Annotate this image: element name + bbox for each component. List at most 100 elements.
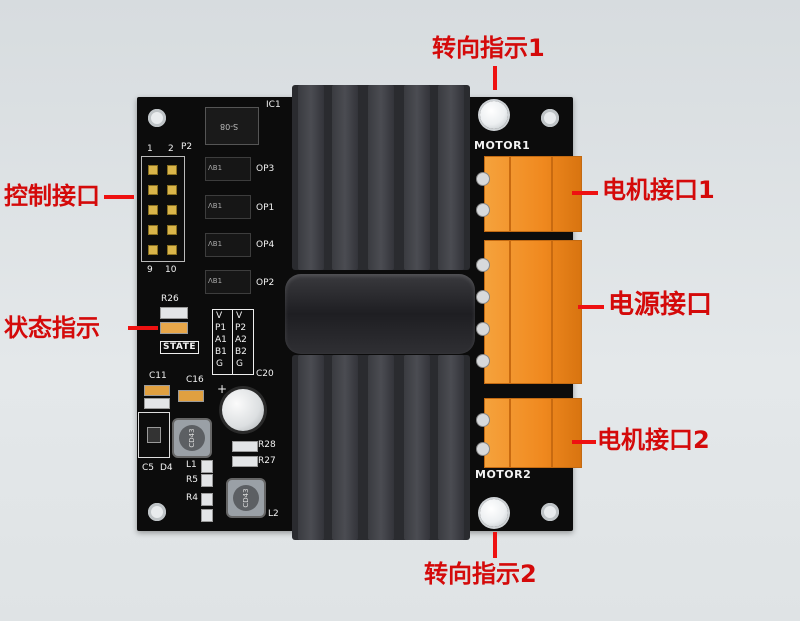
motor-port-2-label: 电机接口2 bbox=[597, 426, 710, 454]
mounting-hole-bl bbox=[148, 503, 166, 521]
capacitor-c16 bbox=[178, 390, 204, 402]
terminal-screw bbox=[476, 413, 490, 427]
direction-led-2 bbox=[480, 499, 508, 527]
header-pin bbox=[148, 185, 158, 195]
inductor-l2: CD43 bbox=[226, 478, 266, 518]
header-pin bbox=[167, 245, 177, 255]
c20-label: C20 bbox=[256, 369, 274, 379]
motor2-silkscreen: MOTOR2 bbox=[475, 468, 532, 481]
resistor-r4b bbox=[201, 509, 213, 522]
r28-label: R28 bbox=[258, 440, 276, 450]
terminal-screw bbox=[476, 442, 490, 456]
pin-col2-2: A2 bbox=[235, 335, 247, 345]
r27-label: R27 bbox=[258, 456, 276, 466]
header-pin9-label: 9 bbox=[147, 265, 153, 275]
terminal-screw bbox=[476, 354, 490, 368]
optocoupler-op4: ΛB1 bbox=[205, 233, 251, 257]
mounting-hole-tr bbox=[541, 109, 559, 127]
p2-label: P2 bbox=[181, 142, 193, 152]
resistor-r27 bbox=[232, 456, 258, 467]
mounting-hole-br bbox=[541, 503, 559, 521]
bulk-capacitor bbox=[285, 274, 475, 354]
optocoupler-op2: ΛB1 bbox=[205, 270, 251, 294]
pin-table: V P1 A1 B1 G V P2 A2 B2 G bbox=[212, 309, 254, 375]
op1-label: OP1 bbox=[256, 203, 275, 213]
heatsink-bottom bbox=[292, 355, 470, 540]
motor2-terminal[interactable] bbox=[484, 398, 582, 468]
pin-col2-1: P2 bbox=[235, 323, 247, 333]
op4-label: OP4 bbox=[256, 240, 275, 250]
arrow-motor1 bbox=[572, 191, 598, 195]
header-pin bbox=[148, 205, 158, 215]
terminal-screw bbox=[476, 290, 490, 304]
arrow-dir-1 bbox=[493, 66, 497, 90]
mounting-hole-tl bbox=[148, 109, 166, 127]
resistor-r28 bbox=[232, 441, 258, 452]
c16-label: C16 bbox=[186, 375, 204, 385]
ic1-label: IC1 bbox=[266, 100, 281, 110]
c5-label: C5 bbox=[142, 463, 155, 473]
r4-label: R4 bbox=[186, 493, 198, 503]
inductor-marking: CD43 bbox=[233, 485, 259, 511]
dir-indicator-1-label: 转向指示1 bbox=[432, 34, 545, 62]
l1-label: L1 bbox=[186, 460, 197, 470]
pin-col2-0: V bbox=[236, 311, 243, 321]
opto-marking: ΛB1 bbox=[208, 202, 223, 210]
arrow-dir-2 bbox=[493, 532, 497, 558]
dir-indicator-2-label: 转向指示2 bbox=[424, 560, 537, 588]
chip-marking: S-08 bbox=[220, 122, 239, 131]
r26-label: R26 bbox=[161, 294, 179, 304]
resistor-r5 bbox=[201, 474, 213, 487]
arrow-power bbox=[578, 305, 604, 309]
header-pin bbox=[167, 205, 177, 215]
plus-label: + bbox=[217, 382, 228, 396]
d4-label: D4 bbox=[160, 463, 173, 473]
arrow-status bbox=[128, 326, 158, 330]
header-pin bbox=[167, 225, 177, 235]
header-pin bbox=[167, 165, 177, 175]
component-l1 bbox=[201, 460, 213, 473]
motor1-terminal[interactable] bbox=[484, 156, 582, 232]
pin-table-divider bbox=[232, 310, 233, 374]
power-terminal[interactable] bbox=[484, 240, 582, 384]
opto-marking: ΛB1 bbox=[208, 240, 223, 248]
op2-label: OP2 bbox=[256, 278, 275, 288]
header-pin bbox=[148, 245, 158, 255]
header-pin bbox=[167, 185, 177, 195]
power-port-label: 电源接口 bbox=[608, 290, 713, 320]
header-pin2-label: 2 bbox=[168, 144, 174, 154]
header-pin10-label: 10 bbox=[165, 265, 177, 275]
terminal-screw bbox=[476, 322, 490, 336]
terminal-screw bbox=[476, 172, 490, 186]
diode-d4 bbox=[147, 427, 161, 443]
resistor-r26 bbox=[160, 307, 188, 319]
control-port-label: 控制接口 bbox=[4, 182, 100, 210]
c11-label: C11 bbox=[149, 371, 167, 381]
header-pin1-label: 1 bbox=[147, 144, 153, 154]
electrolytic-capacitor-c20 bbox=[222, 389, 264, 431]
pin-col1-2: A1 bbox=[215, 335, 227, 345]
terminal-screw bbox=[476, 258, 490, 272]
control-header bbox=[141, 156, 185, 262]
arrow-motor2 bbox=[572, 440, 596, 444]
ic1-chip: S-08 bbox=[205, 107, 259, 145]
optocoupler-op3: ΛB1 bbox=[205, 157, 251, 181]
pin-col1-1: P1 bbox=[215, 323, 227, 333]
pin-col1-3: B1 bbox=[215, 347, 227, 357]
opto-marking: ΛB1 bbox=[208, 164, 223, 172]
header-pin bbox=[148, 225, 158, 235]
motor-port-1-label: 电机接口1 bbox=[602, 176, 715, 204]
optocoupler-op1: ΛB1 bbox=[205, 195, 251, 219]
resistor-r4 bbox=[201, 493, 213, 506]
heatsink-top bbox=[292, 85, 470, 270]
direction-led-1 bbox=[480, 101, 508, 129]
pin-col2-3: B2 bbox=[235, 347, 247, 357]
capacitor-c11 bbox=[144, 385, 170, 396]
capacitor-c11b bbox=[144, 398, 170, 409]
op3-label: OP3 bbox=[256, 164, 275, 174]
motor1-silkscreen: MOTOR1 bbox=[474, 139, 531, 152]
r5-label: R5 bbox=[186, 475, 198, 485]
d4-outline bbox=[138, 412, 170, 458]
pin-col1-4: G bbox=[216, 359, 223, 369]
inductor-marking: CD43 bbox=[179, 425, 205, 451]
